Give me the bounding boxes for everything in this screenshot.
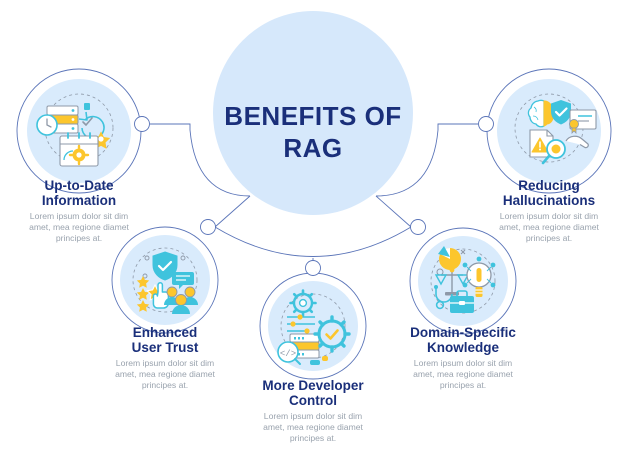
magnifier-icon bbox=[541, 139, 566, 165]
icon-more-developer-control: </> bbox=[277, 289, 351, 365]
connector-center-arc bbox=[214, 226, 412, 257]
node-title-line1-up-to-date: Up-to-Date bbox=[45, 178, 114, 193]
node-title-line1-more-developer-control: More Developer bbox=[262, 378, 364, 393]
connector-enhanced-user-trust bbox=[214, 195, 251, 228]
node-desc-line3-up-to-date: principes at. bbox=[56, 233, 102, 243]
icon-enhanced-user-trust bbox=[132, 247, 198, 314]
node-title-line1-enhanced-user-trust: Enhanced bbox=[133, 325, 198, 340]
icon-up-to-date-information bbox=[36, 93, 114, 167]
node-desc-line3-reducing-hallucinations: principes at. bbox=[526, 233, 572, 243]
user-group-icon bbox=[164, 286, 198, 314]
dashed-orbit-icon bbox=[44, 93, 114, 163]
node-title-line2-enhanced-user-trust: User Trust bbox=[132, 340, 199, 355]
junction-dot-enhanced-user-trust bbox=[200, 219, 216, 235]
icon-domain-specific-knowledge bbox=[430, 246, 496, 314]
node-desc-line3-enhanced-user-trust: principes at. bbox=[142, 380, 188, 390]
block-small-icon bbox=[322, 356, 328, 361]
clock-icon bbox=[36, 114, 58, 136]
node-desc-line3-domain-specific: principes at. bbox=[440, 380, 486, 390]
scales-icon bbox=[434, 267, 470, 296]
center-title-line2: RAG bbox=[283, 133, 342, 163]
node-title-line2-more-developer-control: Control bbox=[289, 393, 337, 408]
icon-reducing-hallucinations bbox=[514, 93, 597, 165]
node-desc-line1-reducing-hallucinations: Lorem ipsum dolor sit dim bbox=[500, 211, 598, 221]
node-title-line1-domain-specific: Domain-Specific bbox=[410, 325, 516, 340]
node-domain-specific-knowledge[interactable]: Domain-Specific Knowledge Lorem ipsum do… bbox=[409, 227, 517, 390]
hand-icon bbox=[565, 135, 589, 149]
chat-bubble-icon bbox=[172, 272, 194, 289]
center-circle bbox=[213, 11, 413, 215]
junction-dot-reducing-hallucinations bbox=[478, 116, 494, 132]
lightbulb-icon bbox=[462, 256, 496, 297]
junction-dot-up-to-date bbox=[134, 116, 150, 132]
node-desc-line1-domain-specific: Lorem ipsum dolor sit dim bbox=[414, 358, 512, 368]
connector-up-to-date bbox=[150, 123, 251, 197]
node-title-line2-up-to-date: Information bbox=[42, 193, 116, 208]
node-title-line2-domain-specific: Knowledge bbox=[427, 340, 499, 355]
node-desc-line2-up-to-date: amet, mea regione diamet bbox=[29, 222, 129, 232]
node-reducing-hallucinations[interactable]: Reducing Hallucinations Lorem ipsum dolo… bbox=[486, 68, 612, 243]
junction-dot-more-developer-control bbox=[305, 260, 321, 276]
shield-check-icon bbox=[142, 251, 189, 281]
node-desc-line2-domain-specific: amet, mea regione diamet bbox=[413, 369, 513, 379]
block-icon bbox=[310, 360, 320, 365]
node-enhanced-user-trust[interactable]: Enhanced User Trust Lorem ipsum dolor si… bbox=[111, 226, 219, 390]
node-more-developer-control[interactable]: </> More bbox=[259, 272, 367, 443]
node-ring-enhanced-user-trust bbox=[111, 226, 219, 334]
node-title-line1-reducing-hallucinations: Reducing bbox=[518, 178, 580, 193]
node-desc-line2-reducing-hallucinations: amet, mea regione diamet bbox=[499, 222, 599, 232]
connector-junction-dots bbox=[134, 116, 494, 276]
node-ring-domain-specific bbox=[409, 227, 517, 335]
center-title-line1: BENEFITS OF bbox=[224, 101, 401, 131]
junction-dot-domain-specific bbox=[410, 219, 426, 235]
node-desc-line1-up-to-date: Lorem ipsum dolor sit dim bbox=[30, 211, 128, 221]
connector-reducing-hallucinations bbox=[375, 123, 478, 197]
gear-icon bbox=[289, 289, 317, 317]
connector-lines bbox=[150, 123, 478, 274]
briefcase-icon bbox=[450, 290, 474, 313]
dashed-orbit-icon bbox=[132, 247, 198, 313]
sliders-icon bbox=[287, 314, 315, 334]
node-desc-line1-enhanced-user-trust: Lorem ipsum dolor sit dim bbox=[116, 358, 214, 368]
node-fill-reducing-hallucinations bbox=[497, 79, 601, 183]
brain-icon bbox=[527, 99, 556, 128]
connector-domain-specific bbox=[375, 195, 412, 228]
check-refresh-icon bbox=[78, 103, 105, 140]
node-desc-line3-more-developer-control: principes at. bbox=[290, 433, 336, 443]
code-bracket-icon: </> bbox=[277, 341, 301, 365]
node-desc-line1-more-developer-control: Lorem ipsum dolor sit dim bbox=[264, 411, 362, 421]
pie-chart-icon bbox=[436, 246, 466, 276]
svg-text:</>: </> bbox=[280, 349, 296, 359]
node-desc-line2-more-developer-control: amet, mea regione diamet bbox=[263, 422, 363, 432]
center-node: BENEFITS OF RAG bbox=[213, 11, 413, 215]
node-up-to-date-information[interactable]: Up-to-Date Information Lorem ipsum dolor… bbox=[16, 68, 142, 243]
node-desc-line2-enhanced-user-trust: amet, mea regione diamet bbox=[115, 369, 215, 379]
node-title-line2-reducing-hallucinations: Hallucinations bbox=[503, 193, 595, 208]
node-fill-up-to-date bbox=[27, 79, 131, 183]
hand-pointer-icon bbox=[152, 282, 170, 309]
shield-check-icon bbox=[551, 100, 571, 125]
calendar-gear-icon bbox=[59, 132, 99, 167]
gear-check-icon bbox=[313, 315, 351, 353]
certificate-icon bbox=[569, 109, 597, 134]
